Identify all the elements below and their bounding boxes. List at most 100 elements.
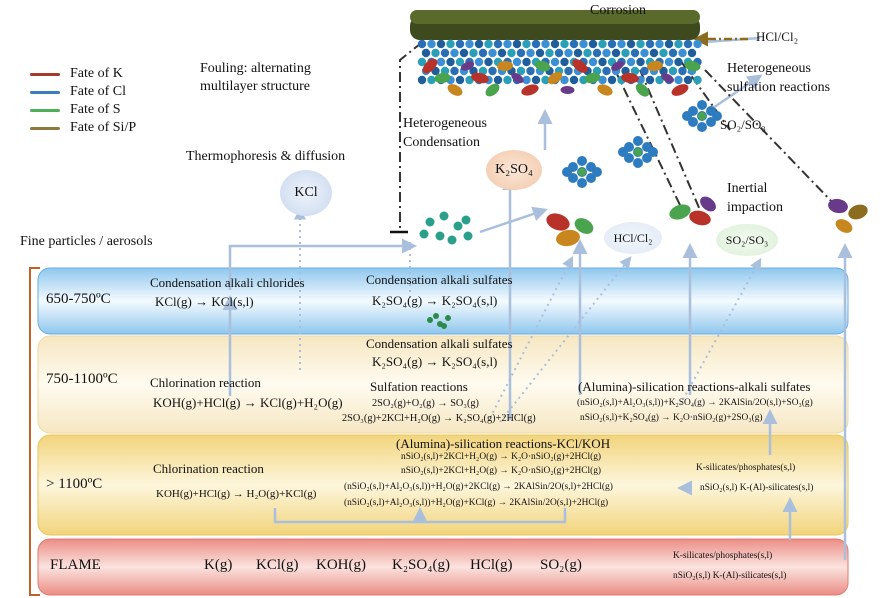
flame-species-k: K(g) xyxy=(204,557,233,573)
deposit-particle xyxy=(522,39,531,49)
sulfation-eq-1: 2SO₂(g)+O₂(g) → SO₃(g) xyxy=(372,398,479,409)
deposit-particle xyxy=(584,72,601,84)
so2-so3-mid-label: SO₂/SO₃ xyxy=(725,232,769,247)
cluster-particle xyxy=(577,178,587,188)
deposit-particle xyxy=(626,57,636,67)
deposit-particle xyxy=(598,57,607,67)
alumina-kcl-eq-4: (nSiO₂(s,l)+Al₂O₃(s,l))+H₂O(g)+KCl(g) → … xyxy=(344,498,609,508)
flame-species-hcl: HCl(g) xyxy=(470,557,513,573)
deposit-particle xyxy=(668,66,678,76)
deposit-particle xyxy=(516,66,526,76)
cluster-particle xyxy=(578,168,586,176)
cond-sulfates-title-z2: Condensation alkali sulfates xyxy=(366,336,513,351)
deposit-particle xyxy=(550,57,560,67)
deposit-particle xyxy=(671,84,689,96)
deposit-particle xyxy=(554,48,564,58)
deposit-particle xyxy=(655,39,664,49)
cluster-particle xyxy=(633,136,643,146)
fouling-label-2: multilayer structure xyxy=(200,79,311,94)
zone-650-750-label: 650-750ºC xyxy=(46,291,111,307)
alumina-sulfates-eq-1: (nSiO₂(s,l)+Al₂O₃(s,l))+K₂SO₄(g) → 2KAlS… xyxy=(577,398,813,408)
hetero-sulfation-label-1: Heterogeneous xyxy=(727,61,811,76)
zone-1100-band xyxy=(37,434,849,536)
deposit-particle xyxy=(621,48,630,58)
deposit-particle xyxy=(598,39,607,49)
cluster-particle xyxy=(712,111,722,121)
deposit-particle xyxy=(446,39,455,49)
deposit-particle xyxy=(484,57,493,67)
deposit-particle xyxy=(526,48,535,58)
deposit-particle xyxy=(607,75,617,85)
deposit-particle xyxy=(421,48,431,58)
aerosol-particle xyxy=(441,323,447,329)
deposit-particle xyxy=(630,48,640,58)
deposit-particle xyxy=(455,75,465,85)
corrosion-label: Corrosion xyxy=(590,3,646,18)
kcl-label: KCl xyxy=(294,185,318,200)
deposit-particle xyxy=(471,72,489,84)
cluster-particle xyxy=(697,122,707,132)
k2so4-label: K₂SO₄ xyxy=(495,162,533,177)
deposit-particle xyxy=(664,57,674,67)
deposit-particle xyxy=(526,66,535,76)
deposit-particle xyxy=(460,61,475,71)
deposit-particle xyxy=(647,60,663,72)
deposit-particle xyxy=(560,39,569,49)
inertial-label-1: Inertial xyxy=(727,181,768,196)
cluster-particle xyxy=(648,147,658,157)
kcl-bubble: KCl xyxy=(280,170,332,216)
deposit-particle xyxy=(602,48,611,58)
k2so4-bubble: K₂SO₄ xyxy=(486,150,542,190)
cond-chlorides-eq: KCl(g) → KCl(s,l) xyxy=(155,294,254,309)
cond-sulfates-eq-z2: K₂SO₄(g) → K₂SO₄(s,l) xyxy=(372,354,498,369)
deposit-particle xyxy=(436,39,446,49)
so2-so3-mid-bubble: SO₂/SO₃ xyxy=(716,224,778,256)
legend-label: Fate of K xyxy=(70,66,123,81)
chlorination-eq-z3: KOH(g)+HCl(g) → H₂O(g)+KCl(g) xyxy=(156,488,317,500)
deposit-particle xyxy=(560,57,569,67)
deposit-particle xyxy=(427,39,436,49)
alumina-kcl-eq-2: nSiO₂(s,l)+2KCl+H₂O(g) → K₂O·nSiO₂(g)+2H… xyxy=(401,466,602,476)
aerosol-particle xyxy=(445,315,451,321)
deposit-particle xyxy=(635,83,650,97)
aerosol-particle xyxy=(427,317,433,323)
deposit-particle xyxy=(583,48,592,58)
deposit-particle xyxy=(474,57,484,67)
deposit-particle xyxy=(488,66,497,76)
deposit-particle xyxy=(636,57,645,67)
deposit-particle xyxy=(417,57,427,67)
alumina-sulfates-title: (Alumina)-silication reactions-alkali su… xyxy=(578,379,811,394)
cond-sulfates-title-z1: Condensation alkali sulfates xyxy=(366,272,513,287)
flame-species-k2so4: K₂SO₄(g) xyxy=(392,557,450,573)
deposit-particle xyxy=(588,39,598,49)
deposit-particle xyxy=(597,84,613,96)
deposit-particle xyxy=(569,75,579,85)
deposit-particle xyxy=(645,39,655,49)
deposit-particle xyxy=(674,39,683,49)
k-particle xyxy=(556,229,580,247)
deposit-particle xyxy=(626,39,636,49)
cluster-particle xyxy=(697,100,707,110)
deposit-particle xyxy=(579,39,588,49)
hcl-cl2-mid-label: HCl/Cl₂ xyxy=(613,230,653,245)
deposit-particle xyxy=(503,39,512,49)
deposit-particle xyxy=(659,66,668,76)
cluster-particle xyxy=(698,112,706,120)
deposit-particle xyxy=(621,72,639,84)
deposit-particle xyxy=(474,39,484,49)
zone-750-1100-band xyxy=(37,335,849,434)
hetero-sulfation-label-2: sulfation reactions xyxy=(727,80,831,95)
inertial-label-2: impaction xyxy=(727,200,783,215)
deposit-particle xyxy=(674,75,683,85)
deposit-particle xyxy=(560,75,569,85)
deposit-particle xyxy=(522,57,531,67)
fouling-label-1: Fouling: alternating xyxy=(200,61,311,76)
aerosol-particle xyxy=(419,229,429,239)
hetero-condensation-label-2: Condensation xyxy=(403,135,480,150)
deposit-particle xyxy=(535,48,545,58)
alumina-kcl-eq-3: (nSiO₂(s,l)+Al₂O₃(s,l))+H₂O(g)+2KCl(g) →… xyxy=(344,482,613,492)
deposit-particle xyxy=(607,39,617,49)
legend-item: Fate of S xyxy=(30,102,121,118)
hcl-cl2-mid-bubble: HCl/Cl₂ xyxy=(604,222,662,254)
zone-650-750-band xyxy=(37,267,849,335)
